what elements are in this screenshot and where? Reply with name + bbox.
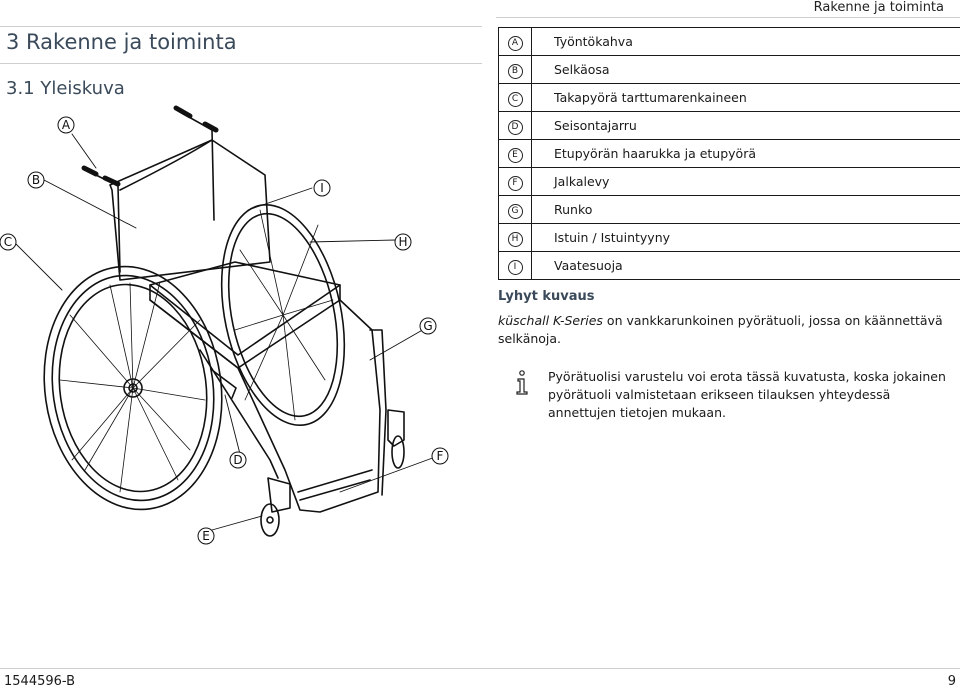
page-number: 9	[947, 674, 956, 689]
part-name: Jalkalevy	[531, 167, 960, 196]
callout-i: I	[320, 181, 324, 195]
parts-letter-cell: G	[498, 195, 532, 224]
part-name: Vaatesuoja	[531, 251, 960, 280]
title-divider	[0, 63, 482, 64]
part-letter: D	[507, 119, 523, 135]
part-name: Seisontajarru	[531, 111, 960, 140]
parts-row: B Selkäosa	[498, 55, 960, 84]
running-header: Rakenne ja toiminta	[813, 0, 944, 15]
part-letter: B	[507, 63, 523, 79]
parts-letter-cell: H	[498, 223, 532, 252]
parts-letter-cell: I	[498, 251, 532, 280]
page-title: 3 Rakenne ja toiminta	[6, 30, 237, 54]
section-subtitle: 3.1 Yleiskuva	[6, 78, 125, 99]
header-divider-right	[496, 17, 960, 18]
callout-b: B	[32, 173, 40, 187]
part-letter: F	[507, 175, 523, 191]
parts-row: G Runko	[498, 195, 960, 224]
part-name: Selkäosa	[531, 55, 960, 84]
parts-row: A Työntökahva	[498, 27, 960, 56]
part-letter: G	[507, 203, 523, 219]
short-description-heading: Lyhyt kuvaus	[498, 289, 595, 304]
callout-e: E	[202, 529, 210, 543]
parts-row: F Jalkalevy	[498, 167, 960, 196]
brand-name: küschall K-Series	[498, 313, 603, 328]
callout-a: A	[62, 118, 71, 132]
part-name: Takapyörä tarttumarenkaineen	[531, 83, 960, 112]
parts-row: E Etupyörän haarukka ja etupyörä	[498, 139, 960, 168]
part-letter: A	[507, 35, 523, 51]
parts-row: I Vaatesuoja	[498, 251, 960, 280]
part-letter: E	[507, 147, 523, 163]
parts-row: H Istuin / Istuintyyny	[498, 223, 960, 252]
footer-divider	[0, 668, 960, 669]
parts-letter-cell: D	[498, 111, 532, 140]
part-name: Etupyörän haarukka ja etupyörä	[531, 139, 960, 168]
parts-letter-cell: A	[498, 27, 532, 56]
parts-letter-cell: F	[498, 167, 532, 196]
info-icon	[516, 370, 528, 395]
part-name: Runko	[531, 195, 960, 224]
parts-letter-cell: B	[498, 55, 532, 84]
description-body: on vankkarunkoinen pyörätuoli, jossa on …	[498, 313, 943, 346]
part-letter: C	[507, 91, 523, 107]
callout-f: F	[437, 449, 444, 463]
part-letter: H	[507, 231, 523, 247]
callout-h: H	[398, 235, 407, 249]
parts-letter-cell: C	[498, 83, 532, 112]
part-name: Istuin / Istuintyyny	[531, 223, 960, 252]
part-letter: I	[507, 259, 523, 275]
note-text: Pyörätuolisi varustelu voi erota tässä k…	[548, 369, 946, 420]
callout-g: G	[423, 319, 432, 333]
parts-letter-cell: E	[498, 139, 532, 168]
wheelchair-illustration: A B C D E F G H I	[0, 105, 449, 545]
short-description-text: küschall K-Series on vankkarunkoinen pyö…	[498, 312, 946, 348]
header-divider-left	[0, 26, 482, 27]
callout-d: D	[233, 453, 242, 467]
callout-c: C	[4, 235, 12, 249]
document-id: 1544596-B	[4, 674, 76, 689]
parts-row: C Takapyörä tarttumarenkaineen	[498, 83, 960, 112]
parts-row: D Seisontajarru	[498, 111, 960, 140]
part-name: Työntökahva	[531, 27, 960, 56]
